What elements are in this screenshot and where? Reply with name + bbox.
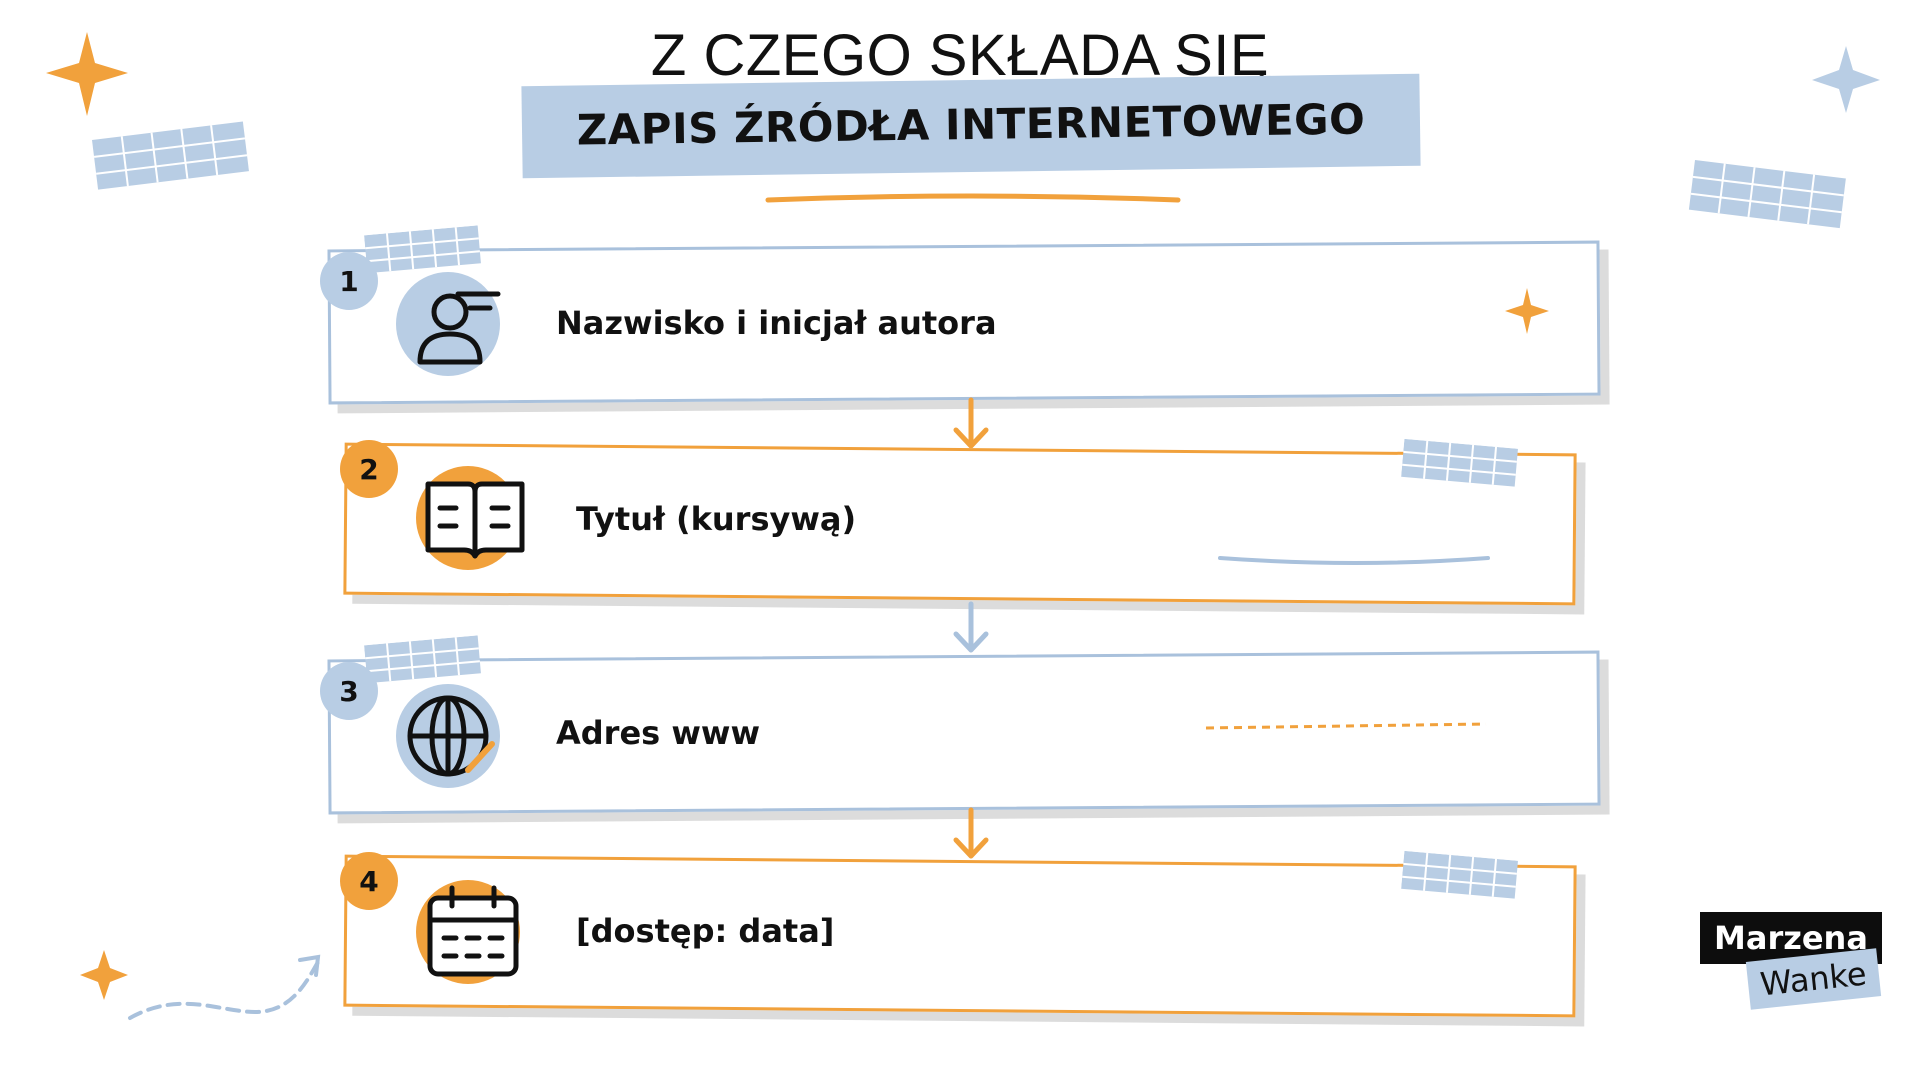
brand-name-top: Marzena [1700, 912, 1882, 964]
title-line-1: Z CZEGO SKŁADA SIĘ [650, 23, 1270, 88]
step-label-1: Nazwisko i inicjał autora [556, 304, 997, 342]
blue-underline-decoration [1218, 556, 1490, 565]
step-number-badge-4: 4 [340, 852, 398, 910]
orange-star-card-icon [1505, 288, 1549, 334]
person-icon [417, 291, 501, 365]
orange-star-icon [46, 32, 128, 116]
arrow-down-icon-2 [953, 601, 989, 653]
orange-star-small-icon [80, 950, 128, 1000]
step-card-4 [343, 854, 1577, 1018]
arrow-down-icon-1 [953, 397, 989, 449]
calendar-icon [427, 885, 519, 977]
step-icon-circle-1 [396, 272, 500, 376]
step-number-badge-3: 3 [320, 662, 378, 720]
step-label-3: Adres www [556, 714, 761, 752]
blue-star-icon [1812, 46, 1880, 113]
open-book-icon [425, 481, 525, 559]
orange-dashed-line-decoration [1205, 722, 1487, 730]
tape-strip-step-4 [1401, 850, 1518, 899]
tape-strip-step-2 [1401, 438, 1518, 487]
step-number-badge-2: 2 [340, 440, 398, 498]
step-number-badge-1: 1 [320, 252, 378, 310]
step-label-2: Tytuł (kursywą) [576, 500, 857, 538]
globe-icon [407, 695, 495, 777]
arrow-down-icon-3 [953, 807, 989, 859]
tape-strip-step-1 [364, 225, 481, 274]
tape-strip-top-right [1688, 160, 1846, 229]
dashed-arrow-decoration [128, 954, 321, 1020]
title-underline [765, 193, 1181, 203]
tape-strip-step-3 [364, 635, 481, 684]
step-label-4: [dostęp: data] [576, 912, 835, 950]
tape-strip-top-left [91, 121, 249, 190]
